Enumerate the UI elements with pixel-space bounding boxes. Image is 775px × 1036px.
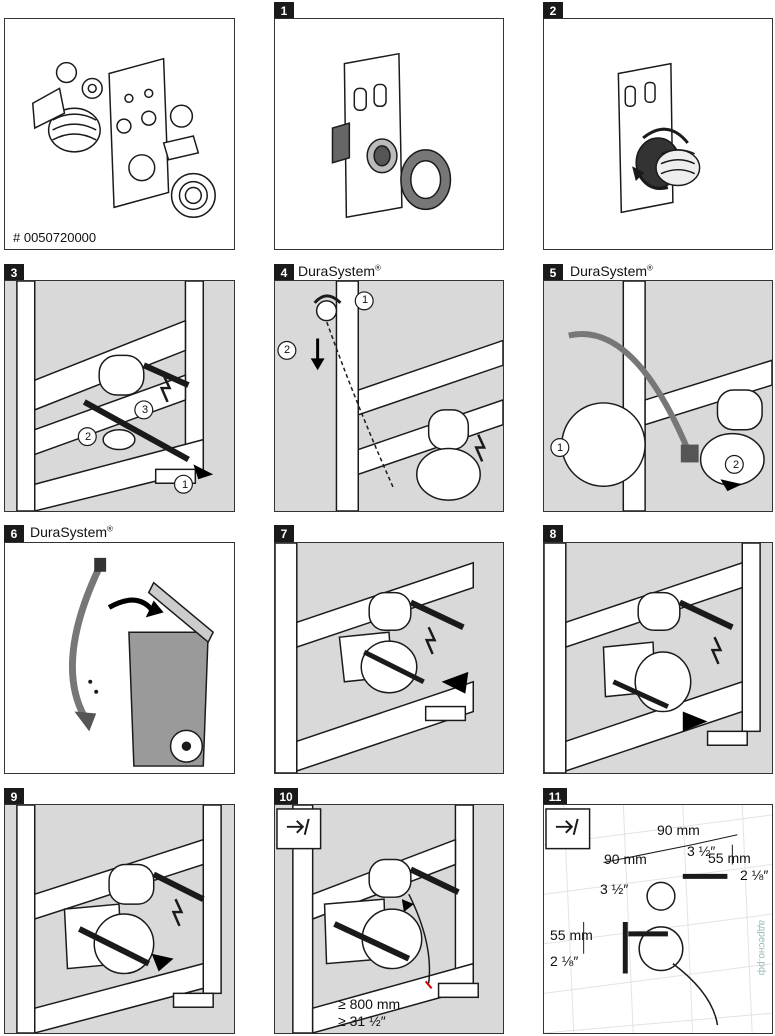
power-off-icon	[710, 636, 723, 665]
power-off-icon	[159, 374, 172, 403]
callout-1: 1	[362, 294, 369, 306]
dim-h2-in: 3 ½″	[687, 843, 716, 859]
dim-h1-mm: 90 mm	[604, 851, 647, 867]
flange	[31, 87, 66, 130]
step-6-title: DuraSystem®	[30, 524, 113, 540]
step-2-drawing	[617, 62, 701, 214]
step-10-drawing	[275, 805, 503, 1033]
step-number-7: 7	[274, 525, 294, 544]
callout-1: 1	[557, 442, 564, 454]
step-3-panel: 1 2 3	[4, 280, 235, 512]
step-9-panel	[4, 804, 235, 1034]
nut	[55, 61, 78, 84]
mounting-plate	[343, 52, 403, 219]
step-6-drawing	[68, 557, 215, 767]
step-1-drawing	[331, 52, 452, 219]
step-8-drawing	[544, 543, 772, 773]
callout-2: 2	[284, 344, 291, 356]
hose	[68, 566, 103, 719]
step-1-panel	[274, 18, 504, 250]
power-off-icon	[555, 818, 579, 835]
step-number-8: 8	[543, 525, 563, 544]
callout-1: 1	[182, 479, 189, 491]
step-6-panel	[4, 542, 235, 774]
hex-nut	[169, 104, 194, 128]
step-number-10: 10	[274, 788, 298, 807]
power-off-icon	[474, 434, 487, 462]
threaded-nipple	[47, 107, 101, 153]
dim-v2-in: 2 ⅛″	[550, 953, 579, 969]
power-off-icon	[171, 898, 184, 927]
step-number-1: 1	[274, 2, 294, 21]
step-number-5: 5	[543, 264, 563, 283]
step-11-panel: 90 mm 3 ½″ 90 mm 3 ½″ 55 mm 2 ⅛″ 55 mm 2…	[543, 804, 773, 1034]
step-7-drawing	[275, 543, 503, 773]
step-5-panel: 1 2	[543, 280, 773, 512]
rotate-arrow	[642, 127, 689, 144]
step-10-panel: ≥ 800 mm ≥ 31 ½″	[274, 804, 504, 1034]
step-5-drawing	[544, 281, 772, 511]
trash-bin-icon	[128, 581, 215, 767]
callout-2: 2	[85, 431, 92, 443]
step-4-drawing	[275, 281, 503, 511]
parts-kit-panel: # 0050720000	[4, 18, 235, 250]
power-off-icon	[424, 626, 437, 655]
callout-3: 3	[142, 404, 149, 416]
step-number-2: 2	[543, 2, 563, 21]
cable-length-mm: ≥ 800 mm	[338, 996, 401, 1012]
arrow-to-bin	[107, 597, 156, 614]
step-7-panel	[274, 542, 504, 774]
dim-v1-mm: 55 mm	[708, 850, 751, 866]
mounting-plate	[108, 57, 170, 209]
dim-v1-in: 2 ⅛″	[740, 867, 769, 883]
step-8-panel	[543, 542, 773, 774]
cable	[672, 963, 719, 1026]
wrench-rotate-icon	[313, 294, 342, 304]
step-11-drawing	[544, 805, 772, 1033]
dim-v2-mm: 55 mm	[550, 927, 593, 943]
power-off-icon	[286, 818, 310, 835]
step-9-drawing	[5, 805, 234, 1033]
part-number: # 0050720000	[13, 230, 97, 245]
dim-h2-mm: 90 mm	[657, 822, 700, 838]
step-4-title: DuraSystem®	[298, 263, 381, 279]
step-4-panel: 1 2	[274, 280, 504, 512]
step-2-panel	[543, 18, 773, 250]
cable-length-in: ≥ 31 ½″	[338, 1013, 386, 1029]
step-number-9: 9	[4, 788, 24, 807]
parts-kit-drawing	[31, 57, 216, 219]
step-number-3: 3	[4, 264, 24, 283]
callout-2: 2	[733, 459, 740, 471]
step-number-11: 11	[543, 788, 567, 807]
step-5-title: DuraSystem®	[570, 263, 653, 279]
step-3-drawing	[5, 281, 234, 511]
step-number-6: 6	[4, 525, 24, 544]
step-number-4: 4	[274, 264, 294, 283]
dim-h1-in: 3 ½″	[600, 881, 629, 897]
push-arrow	[193, 464, 214, 480]
watermark: адресно.рф	[756, 920, 767, 976]
